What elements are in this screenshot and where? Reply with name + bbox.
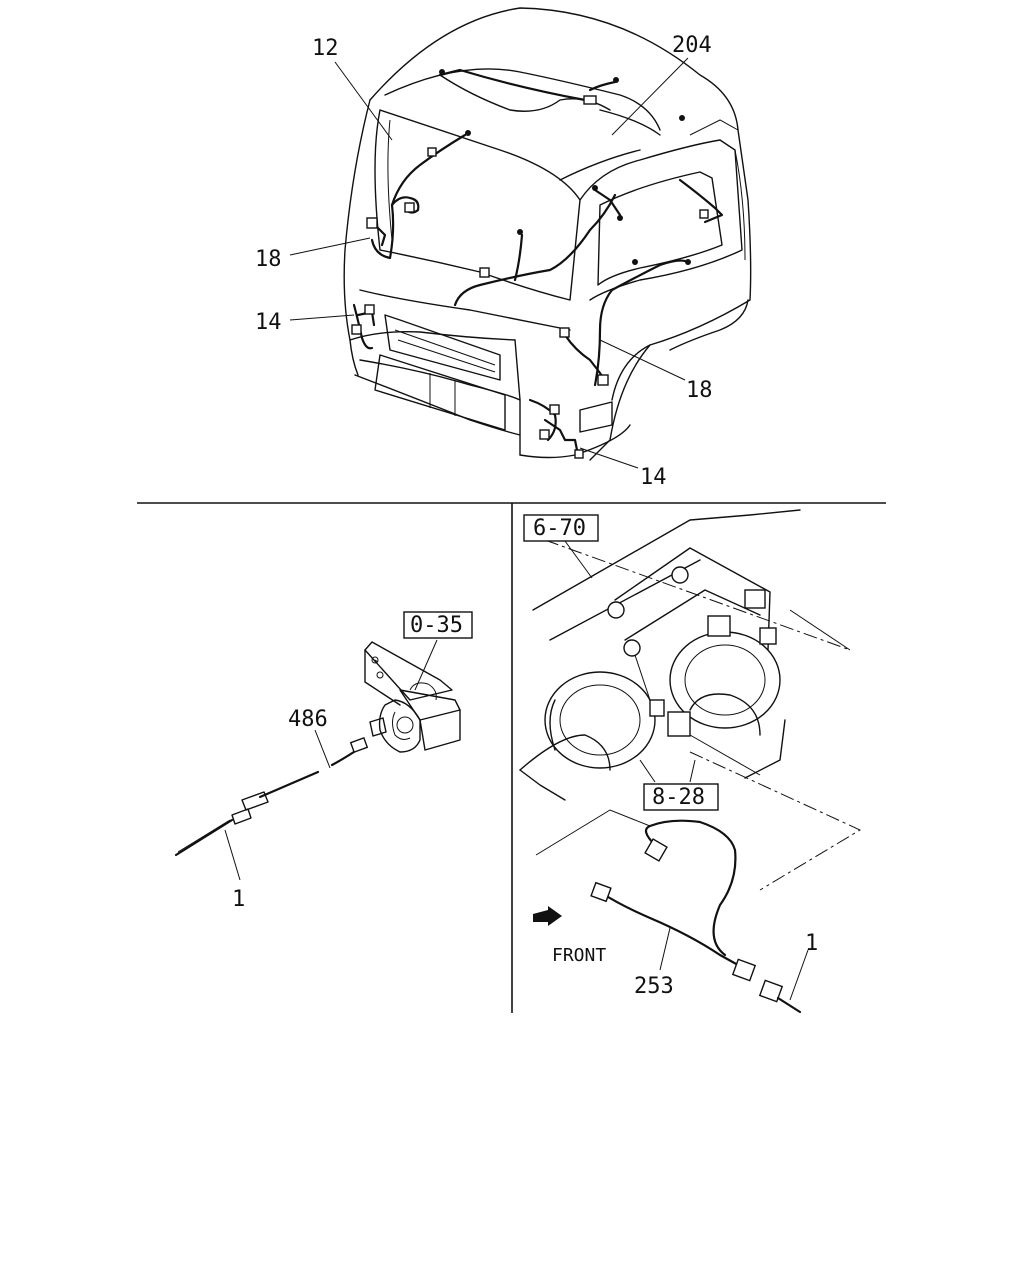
horn-harness-253 (533, 751, 862, 1014)
callout-label: 14 (255, 310, 282, 335)
ref-label: 6-70 (533, 516, 586, 541)
ref-box-8-28 (643, 783, 719, 811)
cab-harness-wiring (351, 68, 724, 459)
switch-assembly (174, 641, 461, 857)
front-direction-label: FRONT (552, 945, 606, 966)
ref-box-0-35 (403, 611, 473, 639)
callout-label: 18 (255, 247, 282, 272)
callout-label: 253 (634, 974, 674, 999)
callout-label: 1 (805, 931, 818, 956)
cab-illustration (343, 7, 752, 461)
ref-box-6-70 (523, 514, 599, 542)
callout-label: 204 (672, 33, 712, 58)
ref-label: 8-28 (652, 785, 705, 810)
callout-label: 1 (232, 887, 245, 912)
ref-label: 0-35 (410, 613, 463, 638)
callout-label: 14 (640, 465, 667, 490)
left-leader-lines (224, 639, 438, 881)
right-leader-lines (564, 540, 809, 1001)
callout-label: 18 (686, 378, 713, 403)
top-callouts: 12 204 18 14 18 14 (255, 33, 713, 490)
callout-label: 486 (288, 707, 328, 732)
horn-assembly (519, 509, 851, 801)
callout-label: 12 (312, 36, 339, 61)
top-leader-lines (289, 57, 689, 469)
